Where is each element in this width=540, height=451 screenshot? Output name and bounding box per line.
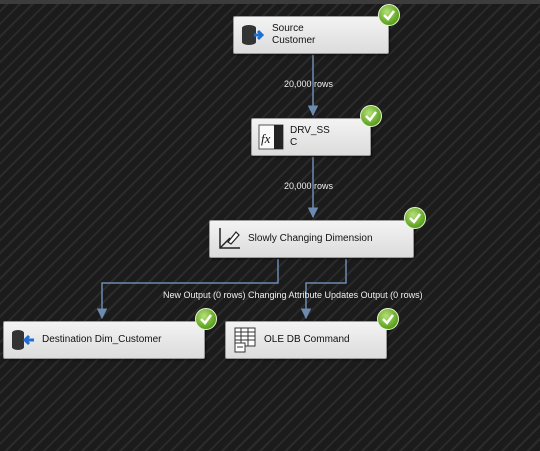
oledb-command-node[interactable]: OLE DB Command [225, 321, 387, 359]
derived-column-node[interactable]: fx DRV_SS C [251, 118, 371, 156]
destination-node-label: Destination Dim_Customer [42, 334, 162, 345]
derived-node-label-line2: C [290, 137, 298, 148]
canvas-top-border [0, 0, 540, 4]
path-new-output[interactable] [96, 259, 279, 320]
path-label-changing-output: Changing Attribute Updates Output (0 row… [248, 290, 423, 300]
database-source-icon [240, 22, 266, 48]
success-check-icon [404, 207, 426, 229]
source-node-label-line2: Customer [272, 35, 316, 46]
success-check-icon [377, 308, 399, 330]
scd-node-label: Slowly Changing Dimension [248, 233, 373, 244]
oledb-command-icon [232, 327, 258, 353]
fx-icon: fx [258, 124, 284, 150]
oledb-node-label: OLE DB Command [264, 334, 350, 345]
source-customer-node[interactable]: Source Customer [233, 16, 389, 54]
svg-text:fx: fx [261, 131, 271, 146]
path-label-source: 20,000 rows [284, 79, 334, 89]
derived-node-label-line1: DRV_SS [290, 125, 330, 136]
success-check-icon [360, 105, 382, 127]
destination-dim-customer-node[interactable]: Destination Dim_Customer [3, 321, 205, 359]
path-label-new-output: New Output (0 rows) [163, 290, 246, 300]
success-check-icon [378, 4, 400, 26]
scd-icon [216, 226, 242, 252]
path-changing-output[interactable] [300, 259, 347, 320]
database-destination-icon [10, 327, 36, 353]
path-label-derived: 20,000 rows [284, 181, 334, 191]
source-node-label-line1: Source [272, 23, 304, 34]
slowly-changing-dimension-node[interactable]: Slowly Changing Dimension [209, 220, 414, 258]
success-check-icon [195, 308, 217, 330]
